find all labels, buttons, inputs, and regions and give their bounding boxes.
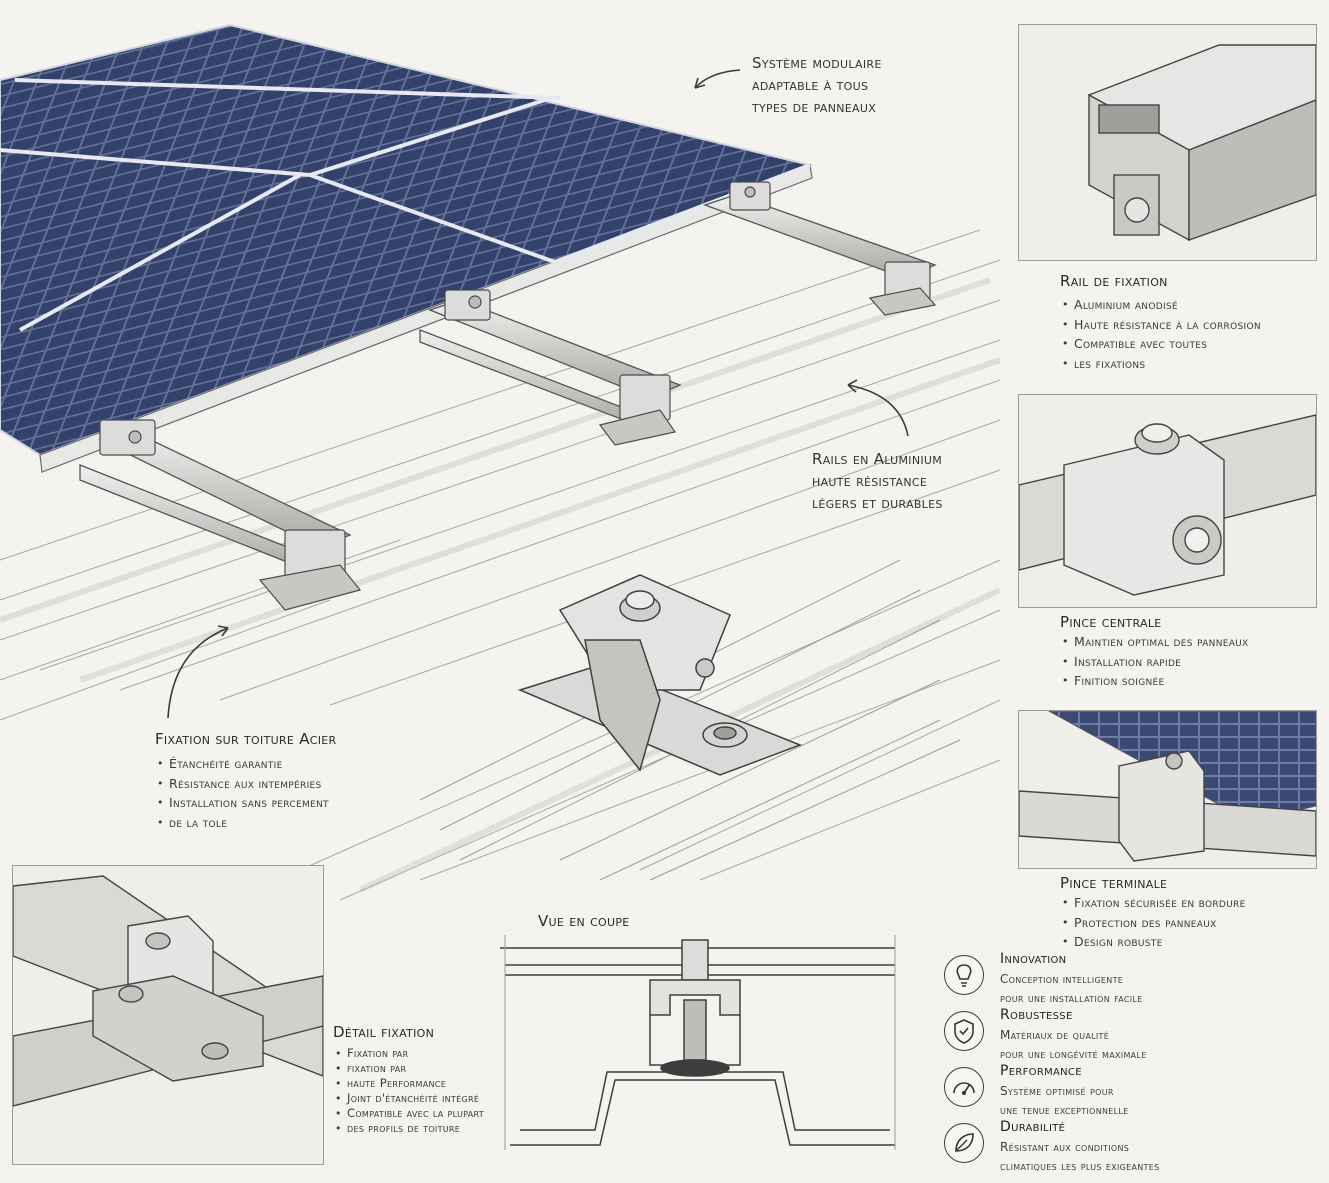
rail-item: Compatible avec toutes <box>1060 334 1325 354</box>
section-view-drawing <box>500 935 896 1150</box>
rail-profile-drawing <box>1087 44 1316 242</box>
center-clamp-item: Installation rapide <box>1060 652 1325 672</box>
roof-fixing-list: Étanchéité garantie Résistance aux intem… <box>155 754 415 832</box>
feature-desc-line: pour une longévité maximale <box>1000 1046 1147 1061</box>
feature-title: Robustesse <box>1000 1007 1073 1023</box>
feature-title: Durabilité <box>1000 1119 1066 1135</box>
rails-line-1: Rails en Aluminium <box>812 450 943 468</box>
detail-fixation-panel <box>12 865 324 1165</box>
detail-fixation-item: des profils de toiture <box>333 1121 533 1136</box>
feature-desc-line: Système optimisé pour <box>1000 1084 1114 1098</box>
end-clamp-list: Fixation sécurisée en bordure Protection… <box>1060 893 1325 952</box>
rails-callout: Rails en Aluminium haute résistance lége… <box>812 448 1012 514</box>
feature-desc-line: Matériaux de qualité <box>1000 1028 1110 1042</box>
solar-panel-array <box>0 23 814 473</box>
feature-desc-line: Conception intelligente <box>1000 972 1124 986</box>
gauge-icon <box>944 1067 984 1107</box>
end-clamp-item: Protection des panneaux <box>1060 913 1325 933</box>
leaf-icon <box>944 1123 984 1163</box>
end-clamp-drawing <box>1019 711 1316 862</box>
central-bracket <box>419 559 961 881</box>
roof-sheet <box>0 229 1001 901</box>
feature-desc: Système optimisé pour une tenue exceptio… <box>1000 1082 1129 1119</box>
feature-desc: Conception intelligente pour une install… <box>1000 970 1143 1007</box>
roof-fixing-item: Installation sans percement <box>155 793 415 813</box>
modular-line-3: types de panneaux <box>752 98 877 116</box>
detail-fixation-title: Détail fixation <box>333 1023 435 1041</box>
feature-desc-line: pour une installation facile <box>1000 990 1143 1005</box>
rails-line-3: légers et durables <box>812 494 943 512</box>
rail-item: Aluminium anodisé <box>1060 295 1325 315</box>
center-clamp-item: Maintien optimal des panneaux <box>1060 632 1325 652</box>
feature-title: Innovation <box>1000 951 1067 967</box>
detail-fixation-drawing <box>13 875 323 1107</box>
modular-line-2: adaptable à tous <box>752 76 869 94</box>
feature-innovation: Innovation Conception intelligente pour … <box>942 951 1327 1009</box>
roof-fixing-title: Fixation sur toiture Acier <box>155 730 337 748</box>
center-clamp-list: Maintien optimal des panneaux Installati… <box>1060 632 1325 691</box>
feature-desc-line: Résistant aux conditions <box>1000 1140 1130 1154</box>
rail-item: les fixations <box>1060 354 1325 374</box>
center-clamp-title: Pince centrale <box>1060 613 1162 631</box>
section-view-title: Vue en coupe <box>538 912 630 930</box>
roof-fixing-item: Étanchéité garantie <box>155 754 415 774</box>
detail-fixation-item: Fixation par <box>333 1046 533 1061</box>
center-clamp-panel <box>1018 394 1317 608</box>
end-clamp-panel <box>1018 710 1317 869</box>
detail-fixation-item: Compatible avec la plupart <box>333 1106 533 1121</box>
detail-fixation-list: Fixation par fixation par haute Performa… <box>333 1046 533 1136</box>
lightbulb-icon <box>944 955 984 995</box>
rails <box>79 194 937 576</box>
feature-robustness: Robustesse Matériaux de qualité pour une… <box>942 1007 1327 1065</box>
rail-title: Rail de fixation <box>1060 272 1168 290</box>
detail-fixation-item: fixation par <box>333 1061 533 1076</box>
center-clamp-drawing <box>1019 414 1316 596</box>
detail-fixation-item: haute Performance <box>333 1076 533 1091</box>
roof-fixing-item: de la tole <box>155 813 415 833</box>
shield-icon <box>944 1011 984 1051</box>
feature-desc: Résistant aux conditions climatiques les… <box>1000 1138 1159 1175</box>
center-clamp-item: Finition soignée <box>1060 671 1325 691</box>
feature-desc: Matériaux de qualité pour une longévité … <box>1000 1026 1147 1063</box>
feature-title: Performance <box>1000 1063 1082 1079</box>
detail-fixation-item: Joint d'étanchéité intégré <box>333 1091 533 1106</box>
callout-arrows <box>167 69 909 719</box>
clamps <box>99 181 937 611</box>
modular-line-1: Système modulaire <box>752 54 882 72</box>
end-clamp-item: Fixation sécurisée en bordure <box>1060 893 1325 913</box>
roof-fixing-item: Résistance aux intempéries <box>155 774 415 794</box>
modular-system-callout: Système modulaire adaptable à tous types… <box>752 52 952 118</box>
rail-item: Haute résistance à la corrosion <box>1060 315 1325 335</box>
rails-line-2: haute résistance <box>812 472 928 490</box>
feature-durability: Durabilité Résistant aux conditions clim… <box>942 1119 1327 1177</box>
rail-list: Aluminium anodisé Haute résistance à la … <box>1060 295 1325 373</box>
end-clamp-title: Pince terminale <box>1060 874 1168 892</box>
feature-desc-line: une tenue exceptionnelle <box>1000 1102 1129 1117</box>
feature-performance: Performance Système optimisé pour une te… <box>942 1063 1327 1121</box>
rail-profile-panel <box>1018 24 1317 261</box>
end-clamp-item: Design robuste <box>1060 932 1325 952</box>
feature-desc-line: climatiques les plus exigeantes <box>1000 1158 1160 1173</box>
